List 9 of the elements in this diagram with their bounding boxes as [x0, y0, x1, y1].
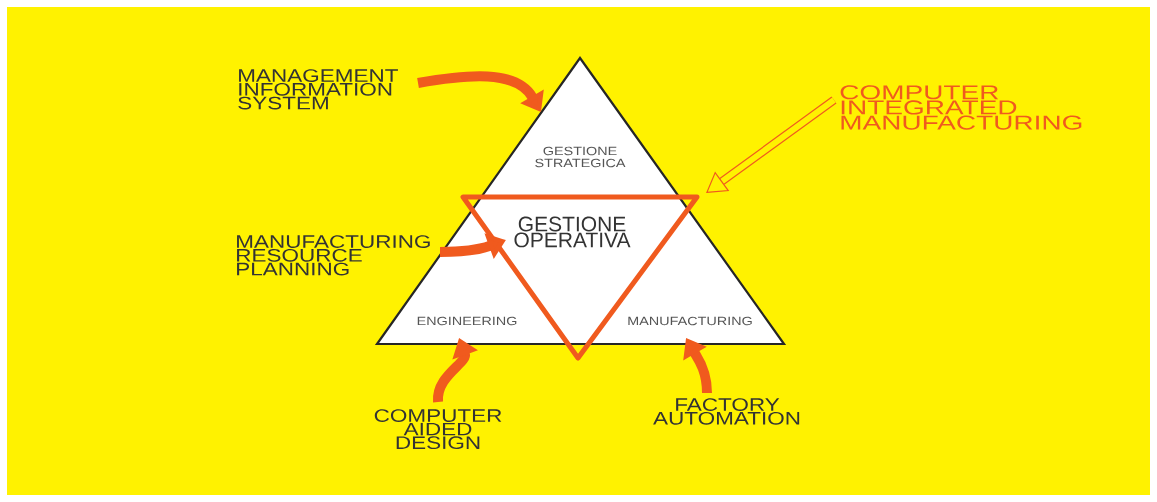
label-text: MANAGEMENT INFORMATION SYSTEM	[238, 69, 398, 110]
label-text: COMPUTER AIDED DESIGN	[374, 409, 502, 450]
region-label: GESTIONE STRATEGICA	[535, 146, 626, 168]
label-text: MANUFACTURING RESOURCE PLANNING	[237, 235, 430, 276]
label-text: FACTORY AUTOMATION	[653, 398, 800, 425]
label-text: COMPUTER INTEGRATED MANUFACTURING	[840, 85, 1082, 130]
region-label: MANUFACTURING	[628, 316, 752, 326]
arrow	[706, 96, 837, 193]
region-label: ENGINEERING	[417, 316, 517, 326]
